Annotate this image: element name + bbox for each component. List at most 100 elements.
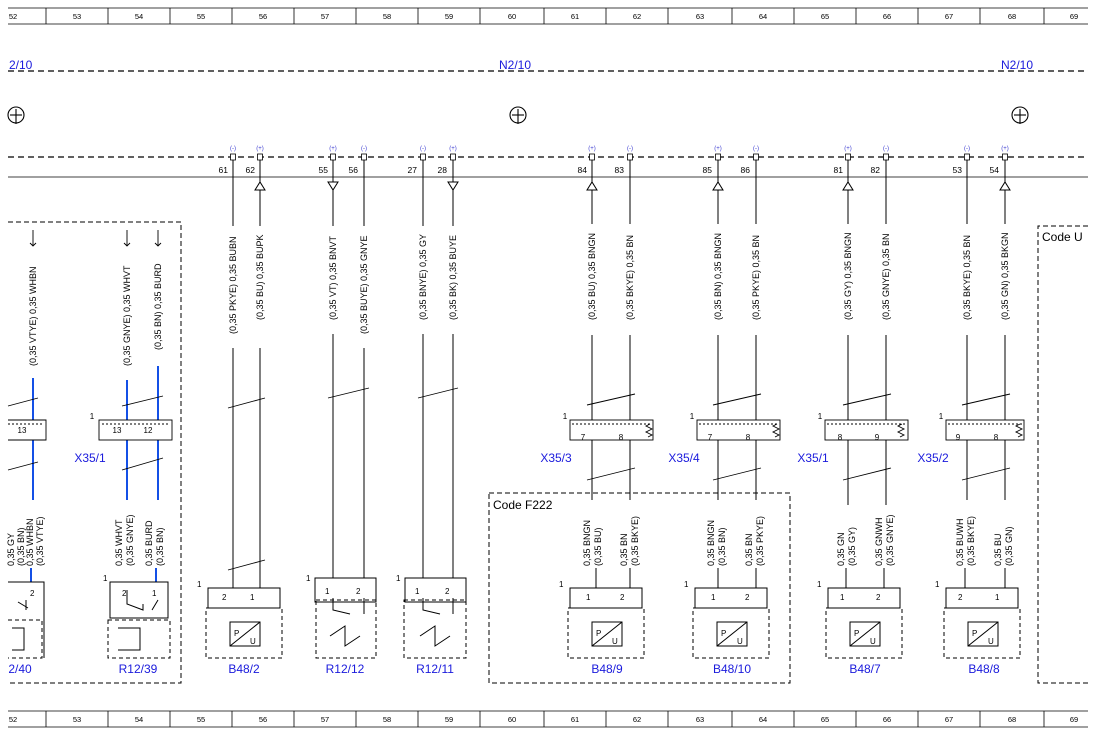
- wire-label: (0,35 BKYE): [630, 516, 640, 566]
- top-wire-labels: (0,35 VTYE) 0,35 WHBN (0,35 GNYE) 0,35 W…: [28, 232, 1010, 366]
- pin-number: 2: [30, 589, 35, 598]
- pin-number: 1: [559, 580, 564, 589]
- ground-icon: [7, 106, 25, 124]
- component-r12-12: [314, 577, 377, 659]
- grid-number: 62: [633, 715, 641, 724]
- connector-label-x35-1-right[interactable]: X35/1: [797, 451, 829, 465]
- grid-number: 61: [571, 12, 579, 21]
- connector-x35-3-block: [569, 419, 654, 441]
- pin-number: 28: [438, 165, 448, 175]
- pin-number: 61: [219, 165, 229, 175]
- pin-number: 84: [578, 165, 588, 175]
- inline-connector-labels: X35/1 X35/3 X35/4 X35/1 X35/2: [74, 451, 949, 465]
- grid-number: 60: [508, 715, 516, 724]
- grid-number: 67: [945, 12, 953, 21]
- sensor-label: P: [596, 629, 601, 638]
- sensor-label: P: [721, 629, 726, 638]
- pin-number: 2: [620, 593, 625, 602]
- resistor-icon: [771, 423, 781, 438]
- pin-stub: [589, 153, 595, 161]
- pin-number: 1: [197, 580, 202, 589]
- pin-number: 85: [703, 165, 713, 175]
- wire-label: 0,35 BN: [744, 533, 754, 566]
- connector-x35-1-left-block: [8, 419, 47, 441]
- pin-number: 1: [935, 580, 940, 589]
- pin-number: 1: [415, 587, 420, 596]
- wire-tick-arrows: [29, 230, 162, 247]
- pin-sign: (-): [230, 146, 236, 152]
- grid-number: 59: [445, 715, 453, 724]
- grid-number: 67: [945, 715, 953, 724]
- grid-number: 62: [633, 12, 641, 21]
- connector-label-x35-2[interactable]: X35/2: [917, 451, 949, 465]
- pin-number: 1: [818, 412, 823, 421]
- wire-label: 0,35 BUWH: [955, 518, 965, 566]
- component-label-r12-12[interactable]: R12/12: [326, 662, 365, 676]
- component-label-r12-40[interactable]: 2/40: [8, 662, 32, 676]
- wire-label: (0,35 BN): [16, 527, 26, 566]
- grid-number: 61: [571, 715, 579, 724]
- wire-label: (0,35 VT) 0,35 BNVT: [328, 235, 338, 320]
- component-label-r12-11[interactable]: R12/11: [416, 662, 454, 676]
- wire-label: 0,35 BNGN: [582, 520, 592, 566]
- pin-stub: [420, 153, 426, 161]
- component-label-b48-8[interactable]: B48/8: [968, 662, 1000, 676]
- module-boundary: [8, 70, 1088, 178]
- grid-number: 64: [759, 12, 767, 21]
- pin-number: 1: [306, 574, 311, 583]
- pin-stub: [627, 153, 633, 161]
- connector-x35-4-block: [696, 419, 781, 441]
- grid-numbers-bottom: 52 53 54 55 56 57 58 59 60 61 62 63 64 6…: [9, 715, 1078, 724]
- wire-label: (0,35 BU) 0,35 BUPK: [255, 234, 265, 320]
- grid-number: 56: [259, 12, 267, 21]
- component-label-r12-39[interactable]: R12/39: [119, 662, 158, 676]
- pin-number: 1: [250, 593, 255, 602]
- wire-label: (0,35 PKYE) 0,35 BUBN: [228, 236, 238, 334]
- pin-number: 12: [144, 426, 153, 435]
- component-label-b48-10[interactable]: B48/10: [713, 662, 751, 676]
- connector-label-x35-4[interactable]: X35/4: [668, 451, 700, 465]
- wire-label: (0,35 BN) 0,35 BNGN: [713, 233, 723, 320]
- grid-number: 58: [383, 715, 391, 724]
- pin-number: 1: [325, 587, 330, 596]
- grid-number: 68: [1008, 715, 1016, 724]
- grid-number: 55: [197, 12, 205, 21]
- wire-label: (0,35 BU): [593, 527, 603, 566]
- inline-connector-pin-numbers: 13 13 12 7 8 7 8 8 9 9 8 1 1 1 1 1: [18, 412, 999, 442]
- code-labels: Code F222 Code U: [493, 230, 1083, 512]
- pin-number: 7: [708, 433, 713, 442]
- pin-number: 1: [690, 412, 695, 421]
- pin-sign: (+): [329, 146, 337, 152]
- component-label-b48-7[interactable]: B48/7: [849, 662, 881, 676]
- component-b48-8: [943, 587, 1021, 659]
- connector-label-x35-3[interactable]: X35/3: [540, 451, 572, 465]
- component-label-b48-2[interactable]: B48/2: [228, 662, 260, 676]
- connector-label-x35-1[interactable]: X35/1: [74, 451, 106, 465]
- pin-sign-labels: (-) (+) (+) (-) (-) (+) (+) (-) (+) (-) …: [230, 146, 1009, 152]
- pin-number: 8: [994, 433, 999, 442]
- component-label-b48-9[interactable]: B48/9: [591, 662, 623, 676]
- pin-sign: (-): [964, 146, 970, 152]
- module-label-right[interactable]: N2/10: [1001, 58, 1033, 72]
- code-f222-box: [488, 492, 791, 684]
- inline-connectors: [8, 419, 1025, 441]
- grid-number: 65: [821, 12, 829, 21]
- pin-number: 8: [746, 433, 751, 442]
- grid-number: 57: [321, 12, 329, 21]
- connector-x35-1-right-block: [824, 419, 909, 441]
- pin-stub: [883, 153, 889, 161]
- pin-sign: (-): [361, 146, 367, 152]
- pin-stub: [330, 153, 336, 161]
- pin-number: 27: [408, 165, 418, 175]
- pin-number: 1: [563, 412, 568, 421]
- wire-label: 0,35 GN: [836, 532, 846, 566]
- module-labels: 2/10 N2/10 N2/10: [9, 58, 1033, 72]
- wire-label: (0,35 BN): [155, 527, 165, 566]
- resistor-icon: [896, 423, 906, 438]
- pin-number: 1: [396, 574, 401, 583]
- module-label-left[interactable]: 2/10: [9, 58, 33, 72]
- wire-label: 0,35 WHBN: [25, 518, 35, 566]
- module-label-center[interactable]: N2/10: [499, 58, 531, 72]
